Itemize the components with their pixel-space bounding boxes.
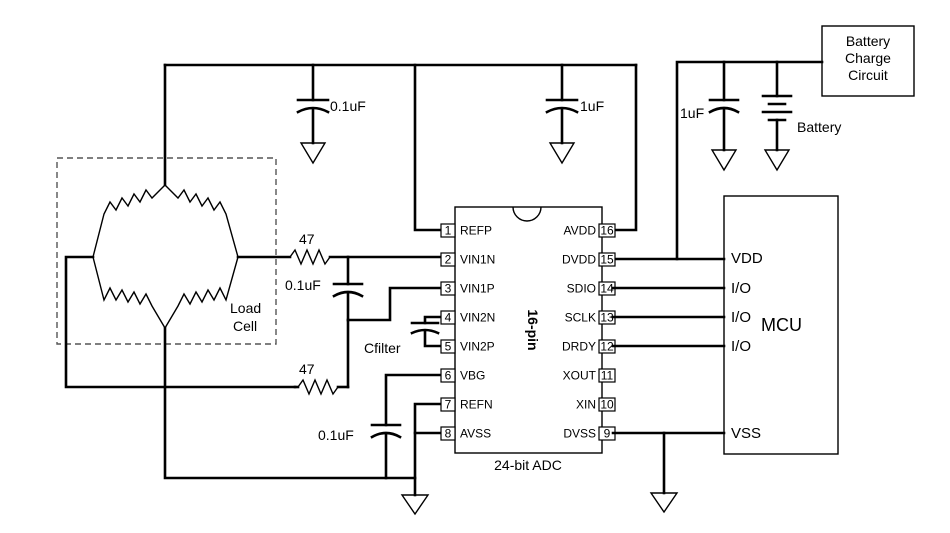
capacitor-top-mid: 1uF [545,63,604,165]
pin-number: 2 [445,253,452,267]
pin-number: 1 [445,224,452,238]
top-rail [163,63,638,232]
cap-vbg-label: 0.1uF [318,427,354,443]
bcc-line2: Charge [845,50,891,66]
pin-name: AVSS [460,427,491,441]
adc-pin-left: 4 VIN2N [440,310,495,325]
input-filter: 47 0.1uF 47 [236,231,447,396]
adc-package: 16-pin [525,309,541,350]
ground-icon [400,494,430,516]
cap-top-mid-label: 1uF [580,98,604,114]
res-bottom-label: 47 [299,361,315,377]
pin-name: DRDY [562,340,596,354]
adc-pin-right: 13 SCLK [565,310,616,325]
mcu-io-2: I/O [731,309,751,326]
pin-name: XOUT [563,369,597,383]
ground-icon [649,492,679,514]
vbg-refn-wiring: 0.1uF [318,373,447,480]
bcc-line3: Circuit [848,67,888,83]
pin-number: 14 [600,282,614,296]
mcu: MCU VDD I/O I/O I/O VSS [723,195,839,455]
battery-label: Battery [797,119,841,135]
pin-number: 11 [601,369,614,383]
cfilter-label: Cfilter [364,340,401,356]
cap-batt-label: 1uF [680,105,704,121]
adc-pin-left: 2 VIN1N [440,252,495,267]
bcc-line1: Battery [846,33,890,49]
cap-input-label: 0.1uF [285,277,321,293]
pin-name: REFP [460,224,492,238]
adc-pin-right: 14 SDIO [567,281,616,296]
pin-name: VIN2N [460,311,495,325]
pin-number: 8 [445,427,452,441]
ground-icon [299,142,327,165]
battery-charge-circuit: Battery Charge Circuit [821,25,915,97]
adc-pin-left: 5 VIN2P [440,339,495,354]
load-cell-label-1: Load [230,300,261,316]
pin-number: 13 [600,311,614,325]
ground-icon [710,149,738,172]
capacitor-top-left: 0.1uF [296,63,366,165]
pin-name: SDIO [567,282,596,296]
adc-name: 24-bit ADC [494,457,562,473]
adc-pin-left: 6 VBG [440,368,485,383]
pin-name: AVDD [564,224,597,238]
adc-pin-right: 10 XIN [576,397,616,412]
ground-icon [548,142,576,165]
pin-number: 16 [600,224,614,238]
adc-pin-left: 1 REFP [440,223,492,238]
pin-name: XIN [576,398,596,412]
load-cell: Load Cell [56,157,277,345]
mcu-vdd: VDD [731,250,763,267]
pin-name: VIN1P [460,282,495,296]
pin-number: 4 [445,311,452,325]
pin-number: 10 [600,398,614,412]
adc-mcu-bus [611,257,726,514]
adc-pin-left: 7 REFN [440,397,493,412]
pin-name: VIN2P [460,340,495,354]
adc-pin-right: 9 DVSS [563,426,616,441]
pin-number: 6 [445,369,452,383]
pin-name: DVDD [562,253,596,267]
adc-pin-right: 11 XOUT [563,368,616,383]
pin-name: VBG [460,369,485,383]
pin-number: 7 [445,398,452,412]
battery-supply: 1uF Battery [611,60,841,261]
adc-pin-right: 12 DRDY [562,339,616,354]
mcu-vss: VSS [731,425,761,442]
pin-number: 5 [445,340,452,354]
cfilter-capacitor: Cfilter [364,315,447,356]
mcu-io-3: I/O [731,338,751,355]
mcu-io-1: I/O [731,280,751,297]
pin-name: REFN [460,398,493,412]
pin-number: 12 [600,340,614,354]
cap-top-left-label: 0.1uF [330,98,366,114]
bridge-wiring [64,255,447,516]
pin-name: VIN1N [460,253,495,267]
res-top-label: 47 [299,231,315,247]
pin-number: 9 [604,427,611,441]
pin-number: 15 [600,253,614,267]
adc-pin-left: 3 VIN1P [440,281,495,296]
pin-name: SCLK [565,311,596,325]
pin-number: 3 [445,282,452,296]
pin-name: DVSS [563,427,596,441]
mcu-name: MCU [761,315,802,335]
load-cell-label-2: Cell [233,318,257,334]
adc-pin-right: 15 DVDD [562,252,616,267]
adc-pin-left: 8 AVSS [440,426,491,441]
ground-icon [763,149,791,172]
